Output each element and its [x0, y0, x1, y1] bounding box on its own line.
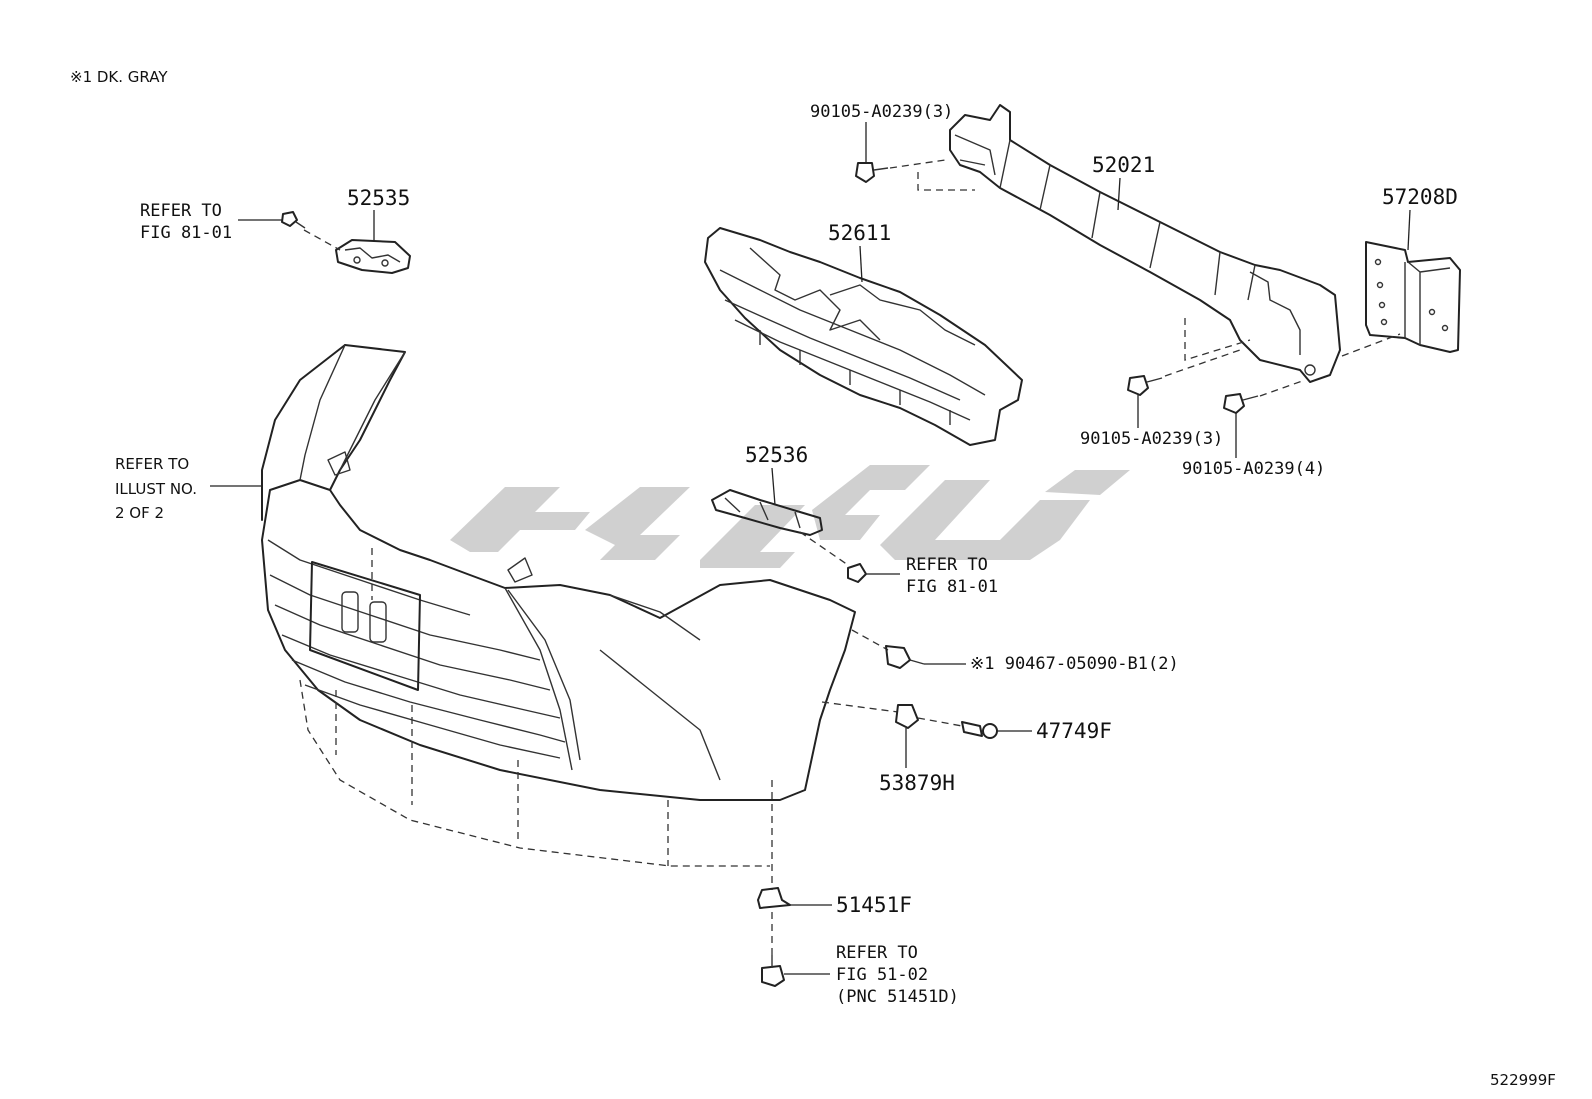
part-52535-bracket[interactable] [335, 239, 411, 274]
ref-fig51-line1: REFER TO [836, 943, 918, 963]
ref-illust-line3: 2 OF 2 [115, 504, 164, 522]
ref-illust-line1: REFER TO [115, 455, 189, 473]
dash-47749F [917, 717, 963, 727]
label-51451F[interactable]: 51451F [836, 893, 912, 917]
clip-81b-icon [847, 563, 880, 583]
ref-fig81-a-line1: REFER TO [140, 201, 222, 221]
leader-52535 [303, 229, 341, 251]
dash-53879H [821, 701, 899, 713]
dash-bolt-mid [1164, 318, 1251, 377]
clip-51451F-icon [757, 887, 791, 909]
ref-fig81-b-line2: FIG 81-01 [906, 577, 998, 597]
part-bumper-cover[interactable] [261, 344, 856, 801]
label-bolt-bottom[interactable]: 90105-A0239(4) [1182, 459, 1325, 479]
leader-52611 [859, 245, 863, 283]
label-52535[interactable]: 52535 [347, 186, 410, 210]
part-52021-reinforcement[interactable] [949, 104, 1341, 383]
clip-icon [281, 211, 306, 229]
part-52611-absorber[interactable] [704, 227, 1023, 446]
label-52021[interactable]: 52021 [1092, 153, 1155, 177]
bolt-top-icon [855, 162, 889, 183]
ref-fig51-line3: (PNC 51451D) [836, 987, 959, 1007]
ref-fig81-a-line2: FIG 81-01 [140, 223, 232, 243]
leader-52021 [1117, 177, 1121, 211]
figure-id: 522999F [1490, 1071, 1556, 1089]
part-52536-bracket[interactable] [711, 489, 823, 536]
label-47749F[interactable]: 47749F [1036, 719, 1112, 743]
label-52611[interactable]: 52611 [828, 221, 891, 245]
leader-52536 [771, 467, 776, 506]
dash-52536 [799, 531, 849, 566]
dash-bolt-bottom [1259, 379, 1306, 397]
part-57208D-bracket[interactable] [1365, 241, 1461, 353]
label-bolt-mid[interactable]: 90105-A0239(3) [1080, 429, 1223, 449]
label-bolt-top[interactable]: 90105-A0239(3) [810, 102, 953, 122]
bolt-mid-icon [1127, 375, 1163, 396]
dash-bumper-lower [299, 679, 770, 867]
label-52536[interactable]: 52536 [745, 443, 808, 467]
dash-bolt-top [889, 159, 975, 191]
label-clip-90467[interactable]: ※1 90467-05090-B1(2) [970, 654, 1179, 674]
color-note: ※1 DK. GRAY [70, 68, 168, 86]
ref-fig51-line2: FIG 51-02 [836, 965, 928, 985]
label-53879H[interactable]: 53879H [879, 771, 955, 795]
dash-clip-90467 [851, 629, 889, 651]
nut-53879H-icon [895, 704, 919, 729]
ref-illust-line2: ILLUST NO. [115, 480, 197, 498]
dash-57208D [1341, 333, 1401, 357]
clip-90467-icon [885, 645, 925, 669]
label-57208D[interactable]: 57208D [1382, 185, 1458, 209]
watermark-logo [450, 465, 1130, 568]
ref-fig81-b-line1: REFER TO [906, 555, 988, 575]
leader-57208D [1407, 209, 1411, 251]
dash-bumper-verticals [335, 690, 773, 890]
bolt-51451D-icon [761, 955, 785, 987]
screw-47749F-icon [961, 721, 998, 739]
bolt-bottom-icon [1223, 393, 1259, 414]
